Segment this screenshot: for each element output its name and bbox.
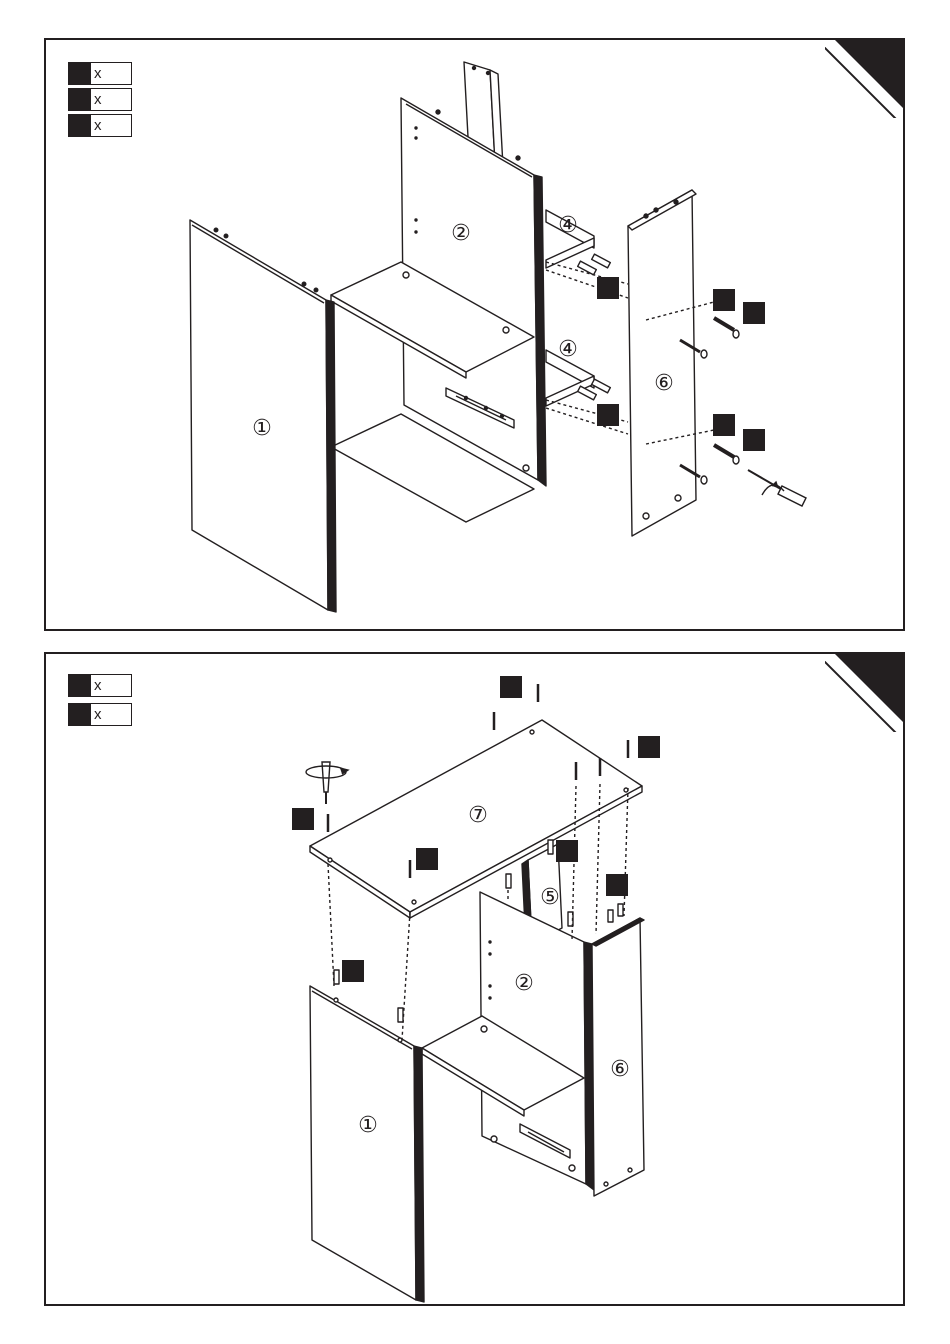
step-2-exploded-view: ⑦ ⑤ ② ① ⑥ <box>46 654 905 1306</box>
part-label-top: ⑦ <box>468 803 488 828</box>
assembly-step-2: x x <box>44 652 905 1306</box>
step-1-exploded-view: ① ② ④ ④ ⑥ <box>46 40 905 631</box>
part-label-front: ⑥ <box>654 371 674 396</box>
part-label-upper-rail: ④ <box>558 213 578 238</box>
part-label-side: ① <box>252 416 272 441</box>
part-label-divider: ⑤ <box>540 885 560 910</box>
part-label-back: ② <box>514 971 534 996</box>
screwdriver-icon <box>306 762 348 804</box>
part-label-front: ⑥ <box>610 1057 630 1082</box>
assembly-step-1: x x x <box>44 38 905 631</box>
front-panel <box>628 190 696 536</box>
part-label-back: ② <box>451 221 471 246</box>
screwdriver-icon <box>748 470 806 506</box>
side-panel <box>310 986 424 1302</box>
part-label-side: ① <box>358 1113 378 1138</box>
part-label-lower-rail: ④ <box>558 337 578 362</box>
